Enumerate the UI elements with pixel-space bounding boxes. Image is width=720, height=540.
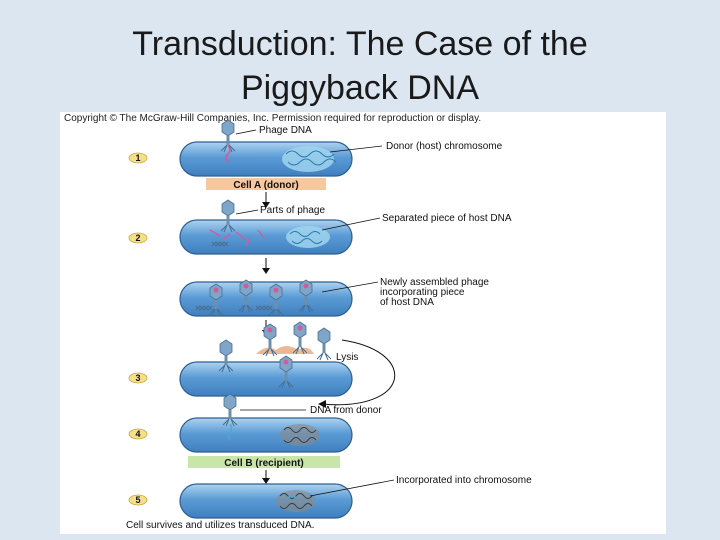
incorporated-donor-dna — [287, 495, 297, 499]
step-1-group: 1 Phage DNA Donor (host) chromosome Cell… — [128, 119, 503, 208]
label-phage-dna: Phage DNA — [259, 125, 312, 136]
label-newly-assembled-3: of host DNA — [380, 297, 434, 308]
cell-b-label: Cell B (recipient) — [224, 458, 303, 469]
lysis-arrow — [321, 339, 396, 406]
step-5-badge — [128, 494, 148, 506]
cell-b-body-3 — [179, 483, 353, 519]
phage-dna — [225, 145, 231, 163]
cell-b-body-2 — [179, 417, 353, 453]
title-line-2: Piggyback DNA — [240, 69, 480, 107]
label-donor-chromosome: Donor (host) chromosome — [386, 141, 503, 152]
title-line-1: Transduction: The Case of the — [132, 25, 588, 63]
step-2-number: 2 — [135, 233, 140, 243]
released-phage-c — [316, 327, 332, 361]
copyright-notice: Copyright © The McGraw-Hill Companies, I… — [64, 113, 482, 124]
step-3-number: 3 — [135, 373, 140, 383]
transduction-figure: Copyright © The McGraw-Hill Companies, I… — [60, 112, 666, 534]
donor-dna-injected — [227, 423, 233, 441]
cell-b-tag — [188, 456, 340, 468]
step-4-number: 4 — [135, 429, 140, 439]
label-newly-assembled-2: incorporating piece — [380, 287, 465, 298]
phage-parts — [209, 229, 265, 247]
transduction-diagram: 1 Phage DNA Donor (host) chromosome Cell… — [128, 119, 532, 519]
cell-a-body-3 — [179, 281, 353, 317]
recombinant-chromosome — [276, 490, 316, 512]
cell-b-body — [179, 361, 353, 397]
label-lysis: Lysis — [336, 352, 358, 363]
label-newly-assembled-1: Newly assembled phage — [380, 277, 489, 288]
cell-a-label: Cell A (donor) — [233, 180, 298, 191]
step-1-badge — [128, 152, 148, 164]
label-dna-from-donor: DNA from donor — [310, 405, 382, 416]
step-3-group: 3 Lysis — [128, 321, 396, 408]
figure-caption: Cell survives and utilizes transduced DN… — [126, 520, 315, 531]
step-3-badge — [128, 372, 148, 384]
recipient-chromosome — [280, 424, 320, 446]
step-1-number: 1 — [135, 153, 140, 163]
step-2-group: 2 Parts of phage Separated piece of host… — [128, 199, 512, 274]
step-4-badge — [128, 428, 148, 440]
slide-title: Transduction: The Case of the Piggyback … — [0, 22, 720, 110]
step-5-number: 5 — [135, 495, 140, 505]
assembly-group: Newly assembled phage incorporating piec… — [179, 277, 489, 336]
label-separated-piece: Separated piece of host DNA — [382, 213, 512, 224]
cell-a-tag — [206, 178, 326, 190]
label-parts-of-phage: Parts of phage — [260, 205, 325, 216]
step-4-group: 4 DNA from donor Cell B (recipient) — [128, 393, 382, 484]
label-incorporated: Incorporated into chromosome — [396, 475, 532, 486]
step-5-group: 5 Incorporated into chromosome — [128, 475, 532, 519]
step-2-badge — [128, 232, 148, 244]
host-dna-fragments — [286, 226, 330, 248]
